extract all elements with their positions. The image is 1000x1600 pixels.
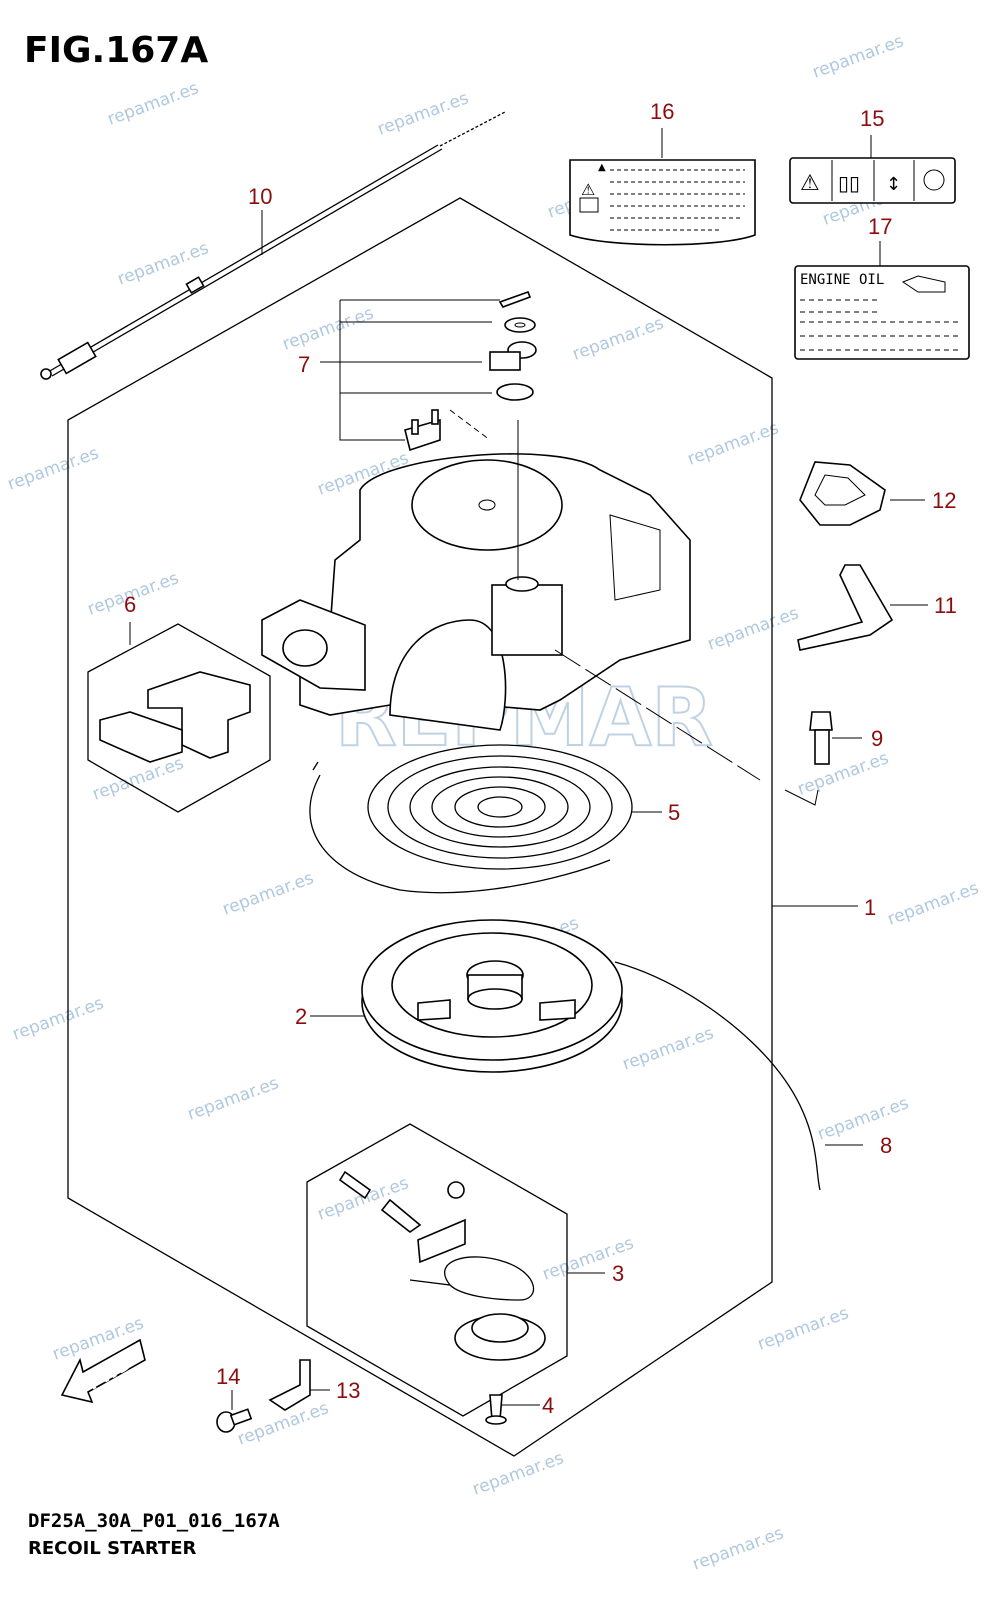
callout-3: 3 <box>612 1261 624 1286</box>
figure-title: FIG.167A <box>24 30 209 71</box>
part-5-spring <box>309 744 633 894</box>
starter-case <box>261 420 761 781</box>
part-6-group <box>87 623 271 813</box>
watermark: repamar.es <box>810 31 907 82</box>
watermark: repamar.es <box>795 748 892 799</box>
callout-13: 13 <box>336 1378 360 1403</box>
callout-9: 9 <box>871 726 883 751</box>
part-2-reel <box>361 919 821 1191</box>
watermark: repamar.es <box>10 993 107 1044</box>
callout-12: 12 <box>932 488 956 513</box>
callout-16: 16 <box>650 99 674 124</box>
watermark: repamar.es <box>5 443 102 494</box>
callout-4: 4 <box>542 1393 554 1418</box>
watermark: repamar.es <box>570 313 667 364</box>
callout-15: 15 <box>860 106 884 131</box>
part-11-handle <box>797 564 894 651</box>
callout-8: 8 <box>880 1133 892 1158</box>
callout-17: 17 <box>868 214 892 239</box>
part-7-group <box>320 290 537 452</box>
assembly-outline <box>67 197 773 1457</box>
watermark: repamar.es <box>470 1448 567 1499</box>
callouts: 1 2 3 4 5 6 7 8 9 10 11 12 13 14 15 16 1… <box>124 99 957 1418</box>
watermark: repamar.es <box>220 868 317 919</box>
watermark: repamar.es <box>185 1073 282 1124</box>
part-15-label: ⚠ ▯▯ ↕ <box>789 157 956 204</box>
watermark: repamar.es <box>90 753 187 804</box>
part-12-handle <box>799 461 886 526</box>
part-16-label: ▲ ⚠ <box>569 159 756 246</box>
part-13-bracket <box>268 1359 311 1411</box>
watermark: repamar.es <box>620 1023 717 1074</box>
watermark: repamar.es <box>705 603 802 654</box>
svg-text:▲: ▲ <box>598 162 606 173</box>
figure-name: RECOIL STARTER <box>28 1538 197 1559</box>
manual-icon: ▯▯ <box>838 171 860 195</box>
figure-code: DF25A_30A_P01_016_167A <box>28 1510 280 1532</box>
part-3-group <box>306 1123 568 1417</box>
callout-6: 6 <box>124 592 136 617</box>
watermark: repamar.es <box>685 418 782 469</box>
watermark: repamar.es <box>690 1523 787 1574</box>
callout-5: 5 <box>668 800 680 825</box>
callout-2: 2 <box>295 1004 307 1029</box>
warning-icon: ⚠ <box>800 171 820 196</box>
callout-7: 7 <box>298 352 310 377</box>
watermark: repamar.es <box>755 1303 852 1354</box>
part-4-screw <box>485 1394 507 1425</box>
svg-text:⚠: ⚠ <box>581 180 595 199</box>
part-17-label: ENGINE OIL <box>794 265 970 360</box>
part-14-bolt <box>216 1408 253 1433</box>
callout-14: 14 <box>216 1364 240 1389</box>
watermark: repamar.es <box>375 88 472 139</box>
part-10-cable <box>40 111 506 380</box>
arrows-icon: ↕ <box>886 174 901 195</box>
callout-11: 11 <box>934 593 957 618</box>
watermark: repamar.es <box>815 1093 912 1144</box>
watermark: repamar.es <box>105 78 202 129</box>
watermark: repamar.es <box>280 303 377 354</box>
part-9-bolt <box>809 711 833 765</box>
callout-10: 10 <box>248 184 272 209</box>
watermark: repamar.es <box>885 878 982 929</box>
svg-text:ENGINE OIL: ENGINE OIL <box>800 272 884 288</box>
leader-lines <box>129 128 928 1410</box>
callout-1: 1 <box>864 895 876 920</box>
